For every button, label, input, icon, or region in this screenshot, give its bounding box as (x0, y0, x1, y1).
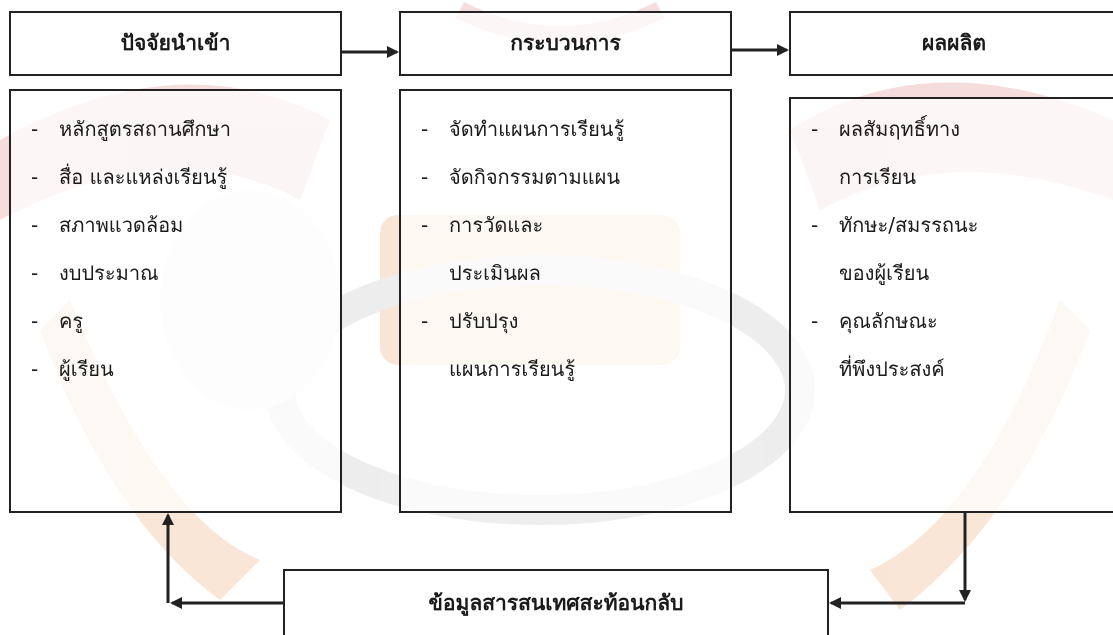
output-list: -ผลสัมฤทธิ์ทาง การเรียน -ทักษะ/สมรรถนะ ข… (791, 99, 1113, 393)
list-item: -หลักสูตรสถานศึกษา (11, 105, 340, 153)
item-text: ผู้เรียน (59, 357, 114, 381)
output-box: -ผลสัมฤทธิ์ทาง การเรียน -ทักษะ/สมรรถนะ ข… (789, 97, 1113, 513)
item-text: สภาพแวดล้อม (59, 213, 184, 237)
feedback-box: ข้อมูลสารสนเทศสะท้อนกลับ (283, 569, 829, 635)
item-text: สื่อ และแหล่งเรียนรู้ (59, 165, 228, 189)
list-item: -คุณลักษณะ (791, 297, 1113, 345)
item-text-continued: การเรียน (839, 165, 917, 189)
feedback-title: ข้อมูลสารสนเทศสะท้อนกลับ (428, 590, 684, 615)
list-item: -ครู (11, 297, 340, 345)
item-text-continued: ที่พึงประสงค์ (839, 357, 945, 381)
bullet-dash: - (421, 213, 429, 237)
list-item: -งบประมาณ (11, 249, 340, 297)
list-item: -จัดทำแผนการเรียนรู้ (401, 105, 730, 153)
bullet-dash: - (31, 261, 39, 285)
item-text: ปรับปรุง (449, 309, 519, 333)
list-item: -สื่อ และแหล่งเรียนรู้ (11, 153, 340, 201)
bullet-dash: - (31, 213, 39, 237)
item-text-continued: แผนการเรียนรู้ (449, 357, 576, 381)
item-text: ครู (59, 309, 84, 333)
list-item: -การวัดและ (401, 201, 730, 249)
input-title: ปัจจัยนำเข้า (120, 31, 231, 55)
process-title: กระบวนการ (510, 31, 621, 55)
item-text: ผลสัมฤทธิ์ทาง (839, 117, 961, 141)
bullet-dash: - (31, 309, 39, 333)
list-item: -จัดกิจกรรมตามแผน (401, 153, 730, 201)
input-list: -หลักสูตรสถานศึกษา -สื่อ และแหล่งเรียนรู… (11, 91, 340, 393)
list-item: -ปรับปรุง (401, 297, 730, 345)
item-text: การวัดและ (449, 213, 544, 237)
list-item: -ผู้เรียน (11, 345, 340, 393)
bullet-dash: - (31, 117, 39, 141)
bullet-dash: - (421, 165, 429, 189)
input-header: ปัจจัยนำเข้า (9, 11, 342, 76)
process-box: -จัดทำแผนการเรียนรู้ -จัดกิจกรรมตามแผน -… (399, 89, 732, 513)
item-text: งบประมาณ (59, 261, 159, 285)
bullet-dash: - (421, 309, 429, 333)
process-list: -จัดทำแผนการเรียนรู้ -จัดกิจกรรมตามแผน -… (401, 91, 730, 393)
item-text: ทักษะ/สมรรถนะ (839, 213, 979, 237)
item-text-continued: ประเมินผล (449, 261, 541, 285)
item-text: หลักสูตรสถานศึกษา (59, 117, 231, 141)
output-title: ผลผลิต (922, 31, 986, 55)
list-item: -ทักษะ/สมรรถนะ (791, 201, 1113, 249)
output-header: ผลผลิต (789, 11, 1113, 76)
bullet-dash: - (31, 357, 39, 381)
list-item: -ผลสัมฤทธิ์ทาง (791, 105, 1113, 153)
bullet-dash: - (811, 213, 819, 237)
list-item: -สภาพแวดล้อม (11, 201, 340, 249)
bullet-dash: - (31, 165, 39, 189)
bullet-dash: - (811, 309, 819, 333)
input-box: -หลักสูตรสถานศึกษา -สื่อ และแหล่งเรียนรู… (9, 89, 342, 513)
process-header: กระบวนการ (399, 11, 732, 76)
item-text-continued: ของผู้เรียน (839, 261, 930, 285)
bullet-dash: - (811, 117, 819, 141)
bullet-dash: - (421, 117, 429, 141)
item-text: คุณลักษณะ (839, 309, 938, 333)
item-text: จัดทำแผนการเรียนรู้ (449, 117, 625, 141)
item-text: จัดกิจกรรมตามแผน (449, 165, 620, 189)
